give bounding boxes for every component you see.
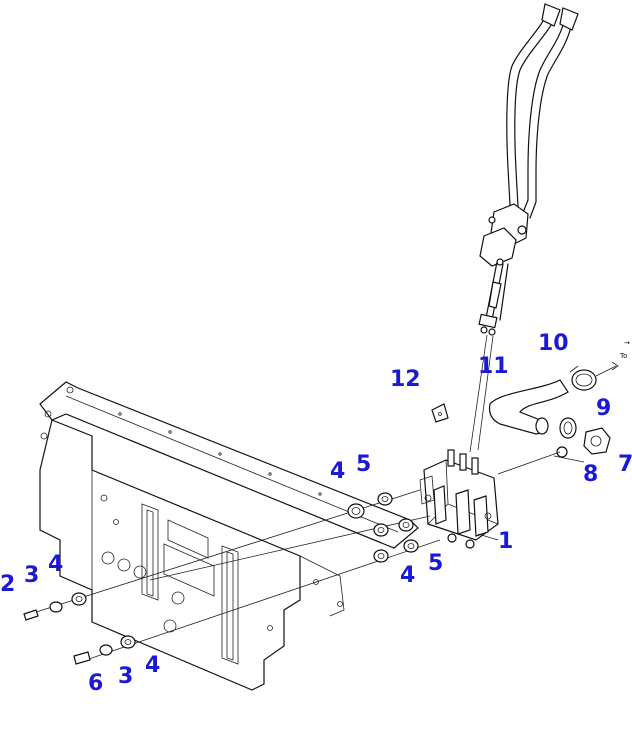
fasteners: [23, 455, 585, 665]
small-bracket: [431, 403, 449, 423]
callout-7: 7: [618, 452, 632, 477]
callout-5-lower: 5: [428, 551, 443, 576]
callout-9: 9: [596, 396, 611, 421]
callout-5-top: 5: [356, 452, 371, 477]
callout-8: 8: [583, 462, 598, 487]
edge-note-arrow: →: [624, 339, 630, 347]
hose-and-fittings: [488, 361, 619, 475]
mounting-plate: [39, 381, 419, 691]
callout-3-lower: 3: [118, 664, 133, 689]
callout-3-upper: 3: [24, 563, 39, 588]
callout-4-left: 4: [48, 552, 63, 577]
callout-10: 10: [538, 331, 569, 356]
edge-note-text: To: [619, 352, 627, 360]
callout-4-top: 4: [330, 459, 345, 484]
callout-1: 1: [498, 529, 513, 554]
callout-4-middle: 4: [400, 563, 415, 588]
callout-11: 11: [478, 354, 509, 379]
callout-12: 12: [390, 367, 421, 392]
callout-4-bottom: 4: [145, 653, 160, 678]
control-valve: [419, 449, 499, 549]
callout-2: 2: [0, 572, 15, 597]
control-lever-assembly: [469, 3, 579, 453]
callout-6: 6: [88, 671, 103, 696]
